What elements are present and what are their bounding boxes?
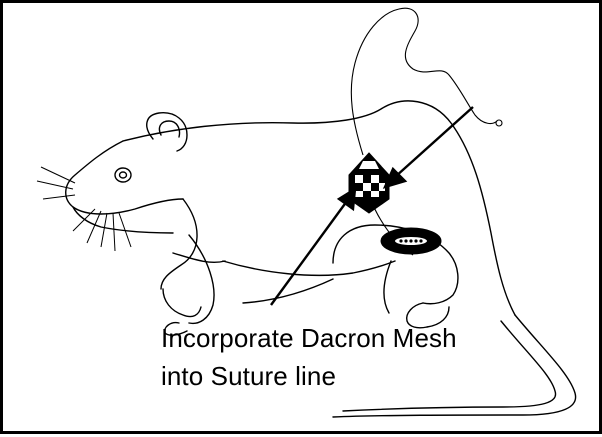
suture-thread: [351, 8, 502, 255]
arrow-lower-left-head: [339, 189, 355, 209]
oval-implant-icon: [381, 228, 441, 254]
caption-line-2: into Suture line: [161, 361, 336, 391]
dacron-mesh-icon: [349, 153, 389, 213]
caption-line-1: Incorporate Dacron Mesh: [161, 323, 457, 353]
arrow-upper-right: [395, 107, 473, 177]
